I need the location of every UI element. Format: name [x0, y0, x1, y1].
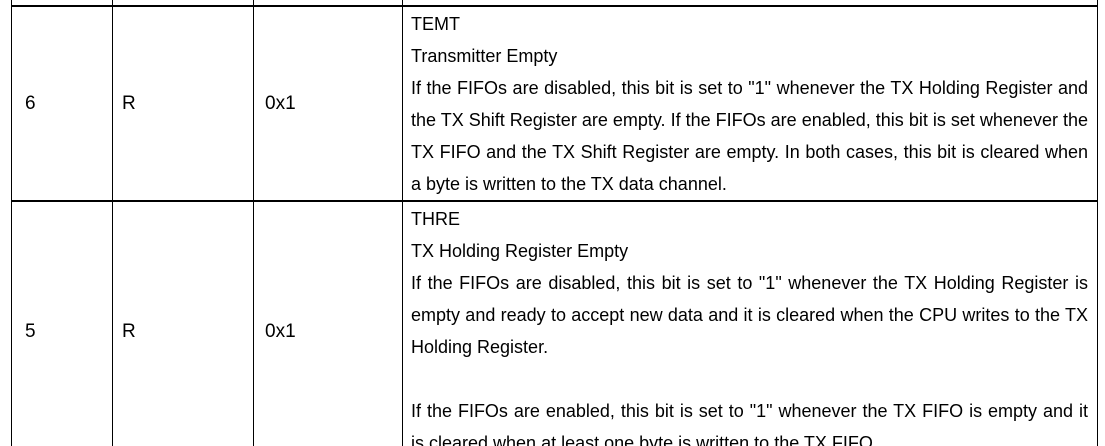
bit-number: 6	[25, 92, 36, 114]
reset-value-cell: 0x1	[253, 5, 403, 202]
access-cell: R	[112, 5, 254, 202]
description-cell: THRE TX Holding Register Empty If the FI…	[402, 200, 1098, 446]
bit-long-name: Transmitter Empty	[411, 46, 558, 66]
bit-description-paragraph: If the FIFOs are disabled, this bit is s…	[411, 273, 1088, 357]
table-row-bit-6: 6 R 0x1 TEMT Transmitter Empty If the FI…	[11, 5, 1098, 202]
description-cell: TEMT Transmitter Empty If the FIFOs are …	[402, 5, 1098, 202]
access-cell: R	[112, 200, 254, 446]
bit-cell: 6	[11, 5, 113, 202]
register-bit-table: 6 R 0x1 TEMT Transmitter Empty If the FI…	[11, 0, 1098, 446]
access-type: R	[122, 321, 136, 342]
reset-value: 0x1	[265, 321, 296, 342]
bit-name: TEMT	[411, 14, 460, 34]
bit-long-name: TX Holding Register Empty	[411, 241, 629, 261]
table-row-bit-5: 5 R 0x1 THRE TX Holding Register Empty I…	[11, 200, 1098, 446]
access-type: R	[122, 92, 136, 114]
bit-name: THRE	[411, 209, 460, 229]
bit-cell: 5	[11, 200, 113, 446]
bit-description-paragraph: If the FIFOs are enabled, this bit is se…	[411, 401, 1088, 446]
bit-number: 5	[25, 321, 36, 342]
bit-description-paragraph: If the FIFOs are disabled, this bit is s…	[411, 78, 1088, 194]
reset-value: 0x1	[265, 92, 296, 114]
partial-row-above	[11, 0, 1098, 7]
description-cell	[402, 0, 1098, 7]
reset-value-cell: 0x1	[253, 200, 403, 446]
